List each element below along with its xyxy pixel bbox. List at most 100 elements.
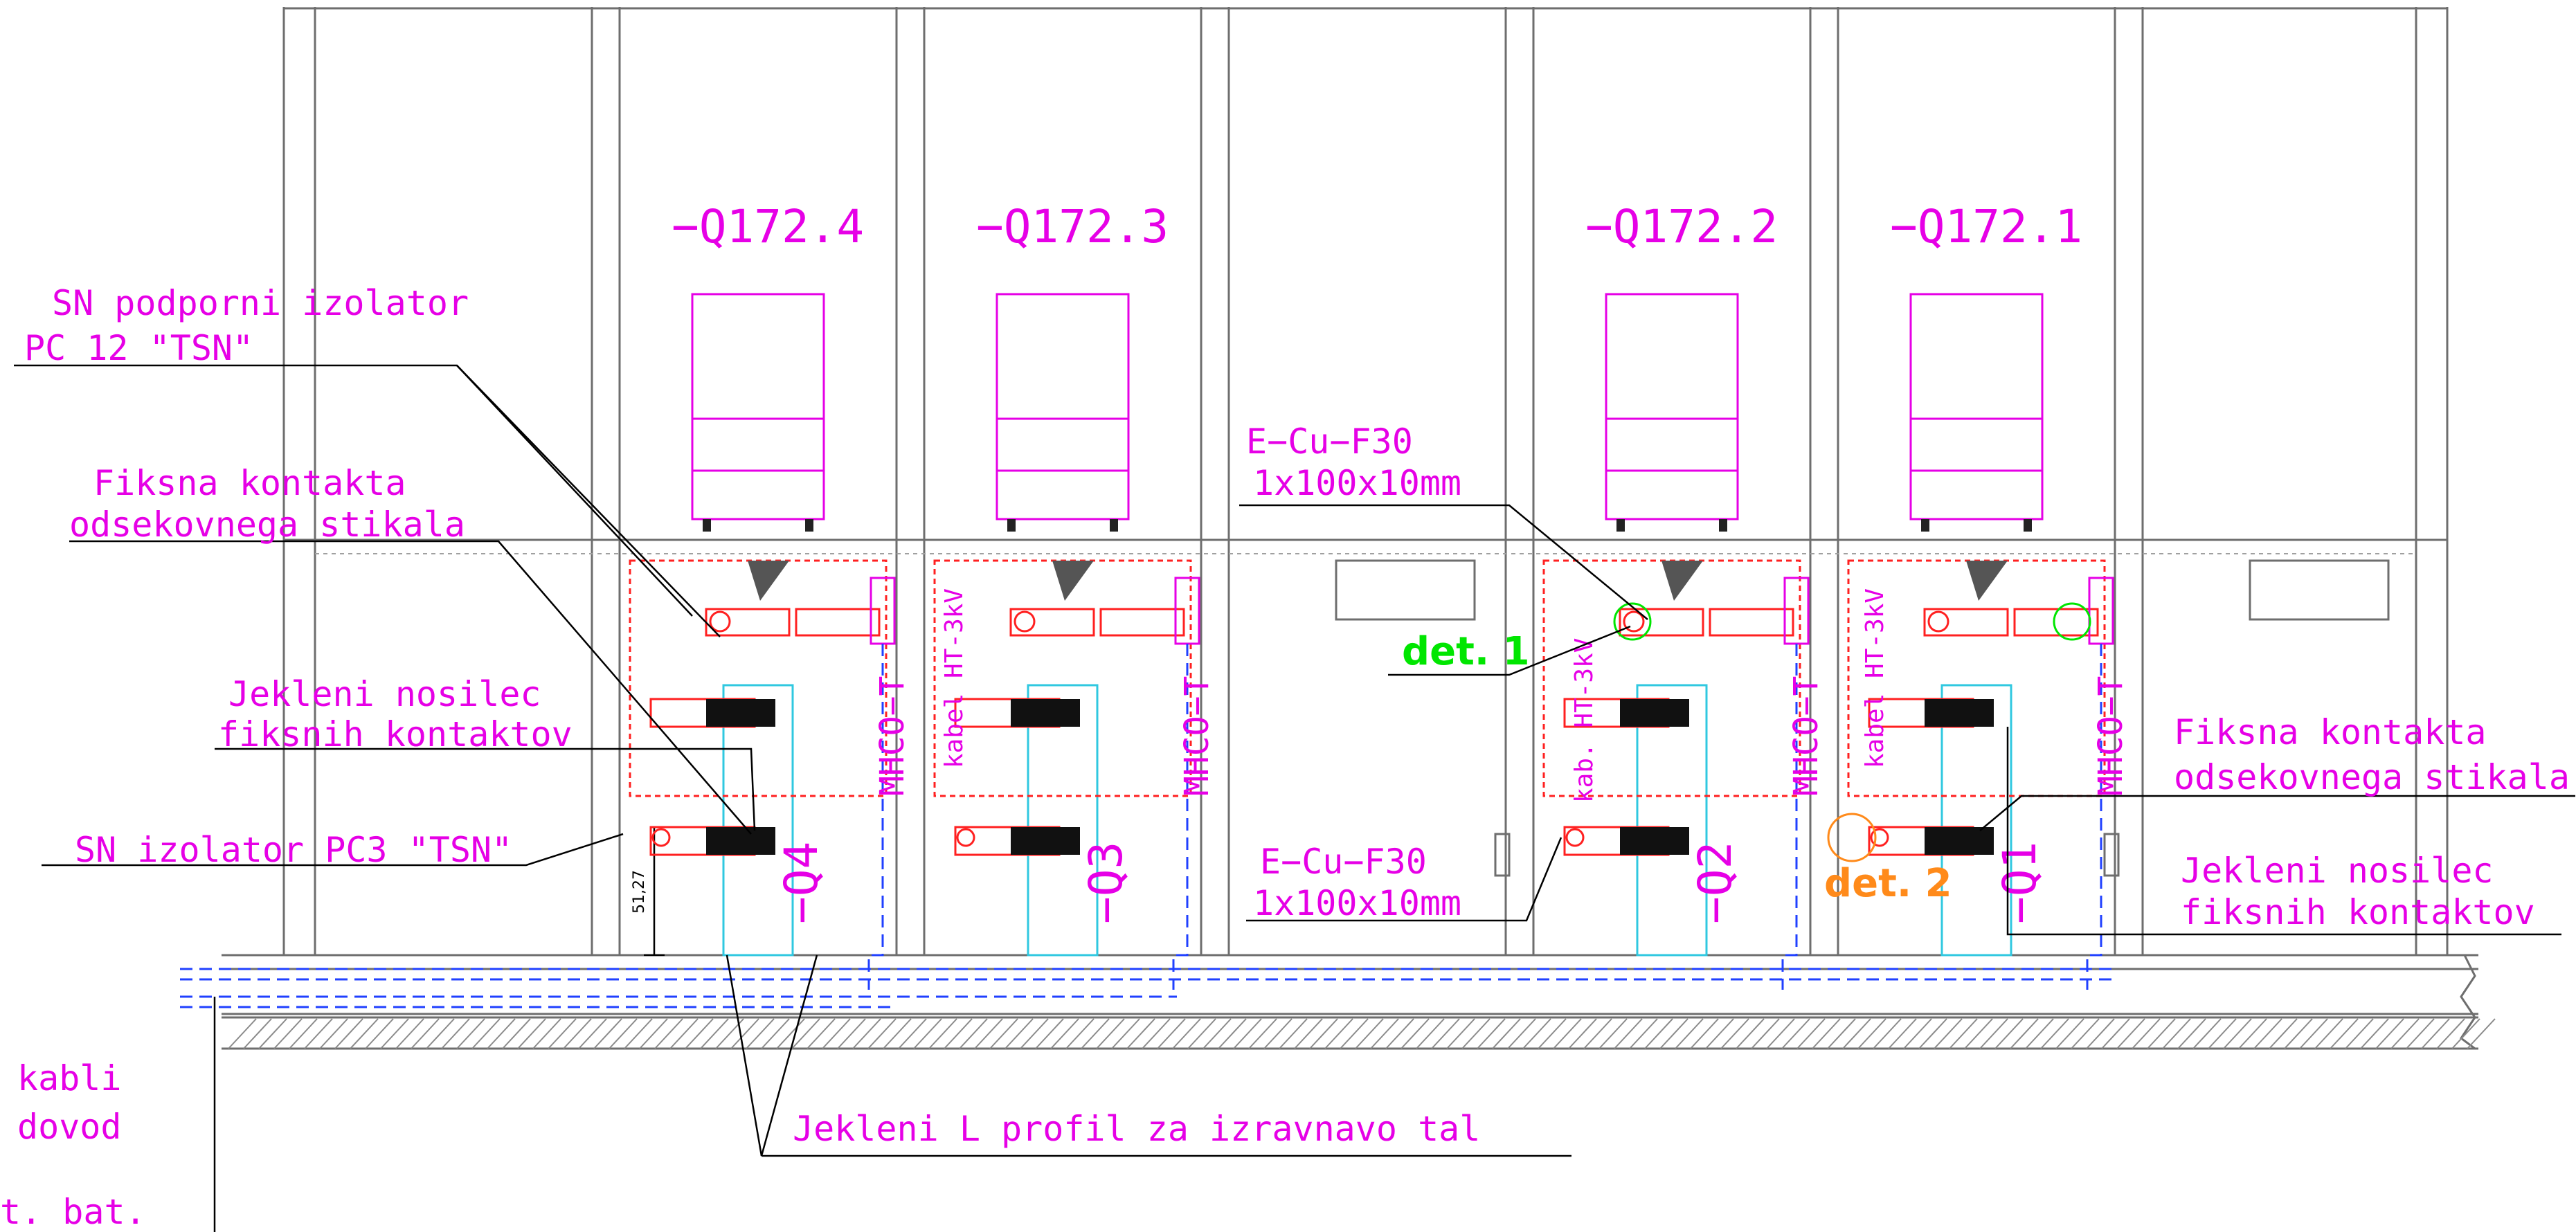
label-fiksna-right-1: Fiksna kontakta bbox=[2174, 712, 2487, 752]
hatch-line bbox=[685, 1018, 714, 1049]
hatch-line bbox=[746, 1018, 775, 1049]
hatch-line bbox=[1005, 1018, 1034, 1049]
hatch-line bbox=[1796, 1018, 1826, 1049]
hatch-line bbox=[456, 1018, 485, 1049]
panel-frame bbox=[222, 7, 2478, 1050]
hatch-line bbox=[639, 1018, 668, 1049]
hatch-line bbox=[2451, 1018, 2480, 1049]
hatch-line bbox=[1218, 1018, 1247, 1049]
hatch-line bbox=[350, 1018, 379, 1049]
label-jekleni-left-2: fiksnih kontaktov bbox=[218, 714, 573, 754]
hatch-line bbox=[1416, 1018, 1445, 1049]
hatch-line bbox=[1659, 1018, 1688, 1049]
hatch-line bbox=[609, 1018, 638, 1049]
hatch-line bbox=[2162, 1018, 2191, 1049]
hatch-line bbox=[1568, 1018, 1597, 1049]
label-bat: t. bat. bbox=[0, 1192, 146, 1232]
hatch-line bbox=[1827, 1018, 1856, 1049]
hatch-line bbox=[1538, 1018, 1567, 1049]
hatch-line bbox=[2071, 1018, 2100, 1049]
hatch-line bbox=[1157, 1018, 1186, 1049]
hatch-line bbox=[1279, 1018, 1308, 1049]
hatch-line bbox=[959, 1018, 988, 1049]
cable-label: kabel HT-3kV bbox=[1861, 588, 1889, 768]
hatch-line bbox=[654, 1018, 683, 1049]
hatch-line bbox=[2330, 1018, 2359, 1049]
hatch-line bbox=[2284, 1018, 2313, 1049]
hatch-line bbox=[2147, 1018, 2176, 1049]
hatch-line bbox=[2253, 1018, 2282, 1049]
hatch-line bbox=[1370, 1018, 1399, 1049]
hatch-line bbox=[791, 1018, 820, 1049]
hatch-line bbox=[1675, 1018, 1704, 1049]
hatch-line bbox=[334, 1018, 363, 1049]
hatch-line bbox=[1248, 1018, 1277, 1049]
hatch-line bbox=[1903, 1018, 1932, 1049]
hatch-line bbox=[1340, 1018, 1369, 1049]
hatch-line bbox=[1781, 1018, 1810, 1049]
label-ecu-top-2: 1x100x10mm bbox=[1253, 463, 1461, 503]
label-sn-podporni-2: PC 12 "TSN" bbox=[24, 328, 253, 368]
hatch-line bbox=[2223, 1018, 2252, 1049]
hatch-line bbox=[1233, 1018, 1262, 1049]
disconnector-label: −Q4 bbox=[775, 842, 828, 924]
label-fiksna-right-2: odsekovnega stikala bbox=[2174, 757, 2570, 797]
hatch-line bbox=[2192, 1018, 2222, 1049]
hatch-line bbox=[2436, 1018, 2465, 1049]
label-jekleni-right-1: Jekleni nosilec bbox=[2181, 851, 2494, 891]
hatch-line bbox=[1614, 1018, 1643, 1049]
hatch-line bbox=[2360, 1018, 2389, 1049]
hatch-line bbox=[319, 1018, 348, 1049]
hatch-line bbox=[2055, 1018, 2084, 1049]
cable-label: kabel HT-3kV bbox=[940, 588, 969, 768]
hatch-line bbox=[837, 1018, 866, 1049]
hatch-line bbox=[2177, 1018, 2206, 1049]
hatch-line bbox=[426, 1018, 455, 1049]
hatch-line bbox=[867, 1018, 897, 1049]
hatch-line bbox=[1598, 1018, 1628, 1049]
hatch-line bbox=[989, 1018, 1018, 1049]
hatch-line bbox=[593, 1018, 622, 1049]
hatch-line bbox=[1720, 1018, 1749, 1049]
hatch-line bbox=[883, 1018, 912, 1049]
hatch-line bbox=[365, 1018, 394, 1049]
floor-hatch bbox=[228, 1018, 2496, 1049]
hatch-line bbox=[2421, 1018, 2450, 1049]
hatch-line bbox=[380, 1018, 409, 1049]
hatch-line bbox=[502, 1018, 531, 1049]
hatch-line bbox=[776, 1018, 805, 1049]
sensor-label: MHCO−T bbox=[1787, 676, 1826, 796]
hatch-line bbox=[730, 1018, 759, 1049]
label-sn-podporni-1: SN podporni izolator bbox=[52, 283, 469, 323]
hatch-line bbox=[1035, 1018, 1064, 1049]
hatch-line bbox=[243, 1018, 272, 1049]
disconnector-label: −Q3 bbox=[1079, 842, 1133, 924]
hatch-line bbox=[2010, 1018, 2039, 1049]
disconnector-label: −Q2 bbox=[1688, 842, 1742, 924]
hatch-line bbox=[1736, 1018, 1765, 1049]
hatch-line bbox=[563, 1018, 592, 1049]
hatch-line bbox=[1842, 1018, 1871, 1049]
hatch-line bbox=[532, 1018, 561, 1049]
hatch-line bbox=[2040, 1018, 2069, 1049]
breaker-label: −Q172.1 bbox=[1890, 200, 2082, 253]
hatch-line bbox=[2299, 1018, 2328, 1049]
hatch-line bbox=[1629, 1018, 1658, 1049]
hatch-line bbox=[928, 1018, 957, 1049]
hatch-line bbox=[441, 1018, 470, 1049]
hatch-line bbox=[1994, 1018, 2024, 1049]
hatch-line bbox=[2208, 1018, 2237, 1049]
hatch-line bbox=[1979, 1018, 2008, 1049]
hatch-line bbox=[1507, 1018, 1536, 1049]
hatch-line bbox=[1934, 1018, 1963, 1049]
hatch-line bbox=[2406, 1018, 2435, 1049]
hatch-line bbox=[411, 1018, 440, 1049]
label-fiksna-left-1: Fiksna kontakta bbox=[93, 463, 406, 503]
feeder-q172-3: −Q172.3 kabel HT-3kV MHCO−T −Q3 bbox=[933, 200, 1216, 990]
detail-1-label: det. 1 bbox=[1402, 629, 1530, 674]
cable-runs bbox=[180, 968, 2118, 1008]
hatch-line bbox=[852, 1018, 881, 1049]
label-jekleni-right-2: fiksnih kontaktov bbox=[2181, 892, 2535, 932]
hatch-line bbox=[1751, 1018, 1780, 1049]
annotations: SN podporni izolator PC 12 "TSN" Fiksna … bbox=[0, 283, 2570, 1232]
